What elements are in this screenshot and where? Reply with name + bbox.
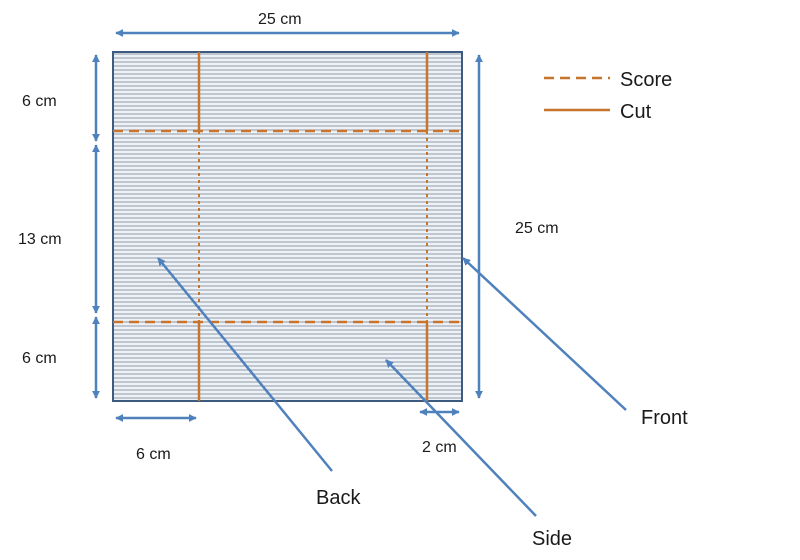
dim-label-bottom-left: 6 cm [136, 446, 171, 463]
dim-label-left-bottom: 6 cm [22, 350, 57, 367]
callout-label-back: Back [316, 487, 361, 509]
callout-arrow-front [462, 257, 627, 411]
board-outline [112, 51, 463, 402]
dim-label-left-middle: 13 cm [18, 231, 62, 248]
legend-cut-label: Cut [620, 101, 652, 123]
dim-label-right-height: 25 cm [515, 220, 559, 237]
dim-label-top-width: 25 cm [258, 11, 302, 28]
callout-label-front: Front [641, 407, 688, 429]
callout-arrow-back [157, 257, 333, 472]
callout-label-side: Side [532, 528, 572, 550]
dim-label-left-top: 6 cm [22, 93, 57, 110]
legend-score-label: Score [620, 69, 672, 91]
dim-label-bottom-right: 2 cm [422, 439, 457, 456]
callout-arrow-side [385, 359, 537, 517]
board-hatching [113, 52, 462, 401]
